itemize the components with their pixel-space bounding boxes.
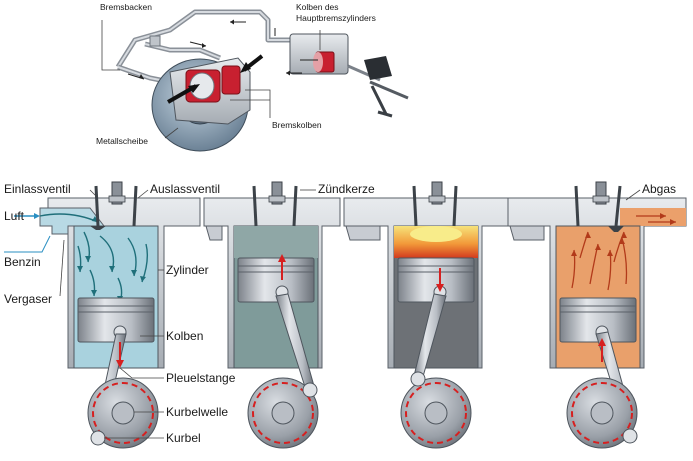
label-benzin: Benzin — [4, 255, 41, 269]
label-auslassventil: Auslassventil — [150, 182, 221, 196]
label-vergaser: Vergaser — [4, 292, 53, 306]
label-kolben-haupt-line1: Kolben des — [296, 2, 339, 12]
label-bremsbacken: Bremsbacken — [100, 2, 152, 12]
label-kurbelwelle: Kurbelwelle — [166, 405, 229, 419]
label-abgas: Abgas — [642, 182, 677, 196]
brake-system — [101, 9, 409, 152]
label-bremskolben: Bremskolben — [272, 120, 322, 130]
engine-panel-compression — [203, 181, 341, 449]
engine-panel-exhaust — [507, 181, 687, 449]
label-zylinder: Zylinder — [166, 263, 209, 277]
label-einlassventil: Einlassventil — [4, 182, 71, 196]
engine-panel-combustion — [343, 181, 509, 449]
label-kurbel: Kurbel — [166, 431, 201, 445]
label-zuendkerze: Zündkerze — [318, 182, 375, 196]
engine-panel-intake — [4, 181, 201, 449]
label-pleuelstange: Pleuelstange — [166, 371, 236, 385]
label-luft: Luft — [4, 209, 25, 223]
label-kolben-haupt-line2: Hauptbremszylinders — [296, 13, 376, 23]
label-kolben: Kolben — [166, 329, 204, 343]
label-metallscheibe: Metallscheibe — [96, 136, 148, 146]
